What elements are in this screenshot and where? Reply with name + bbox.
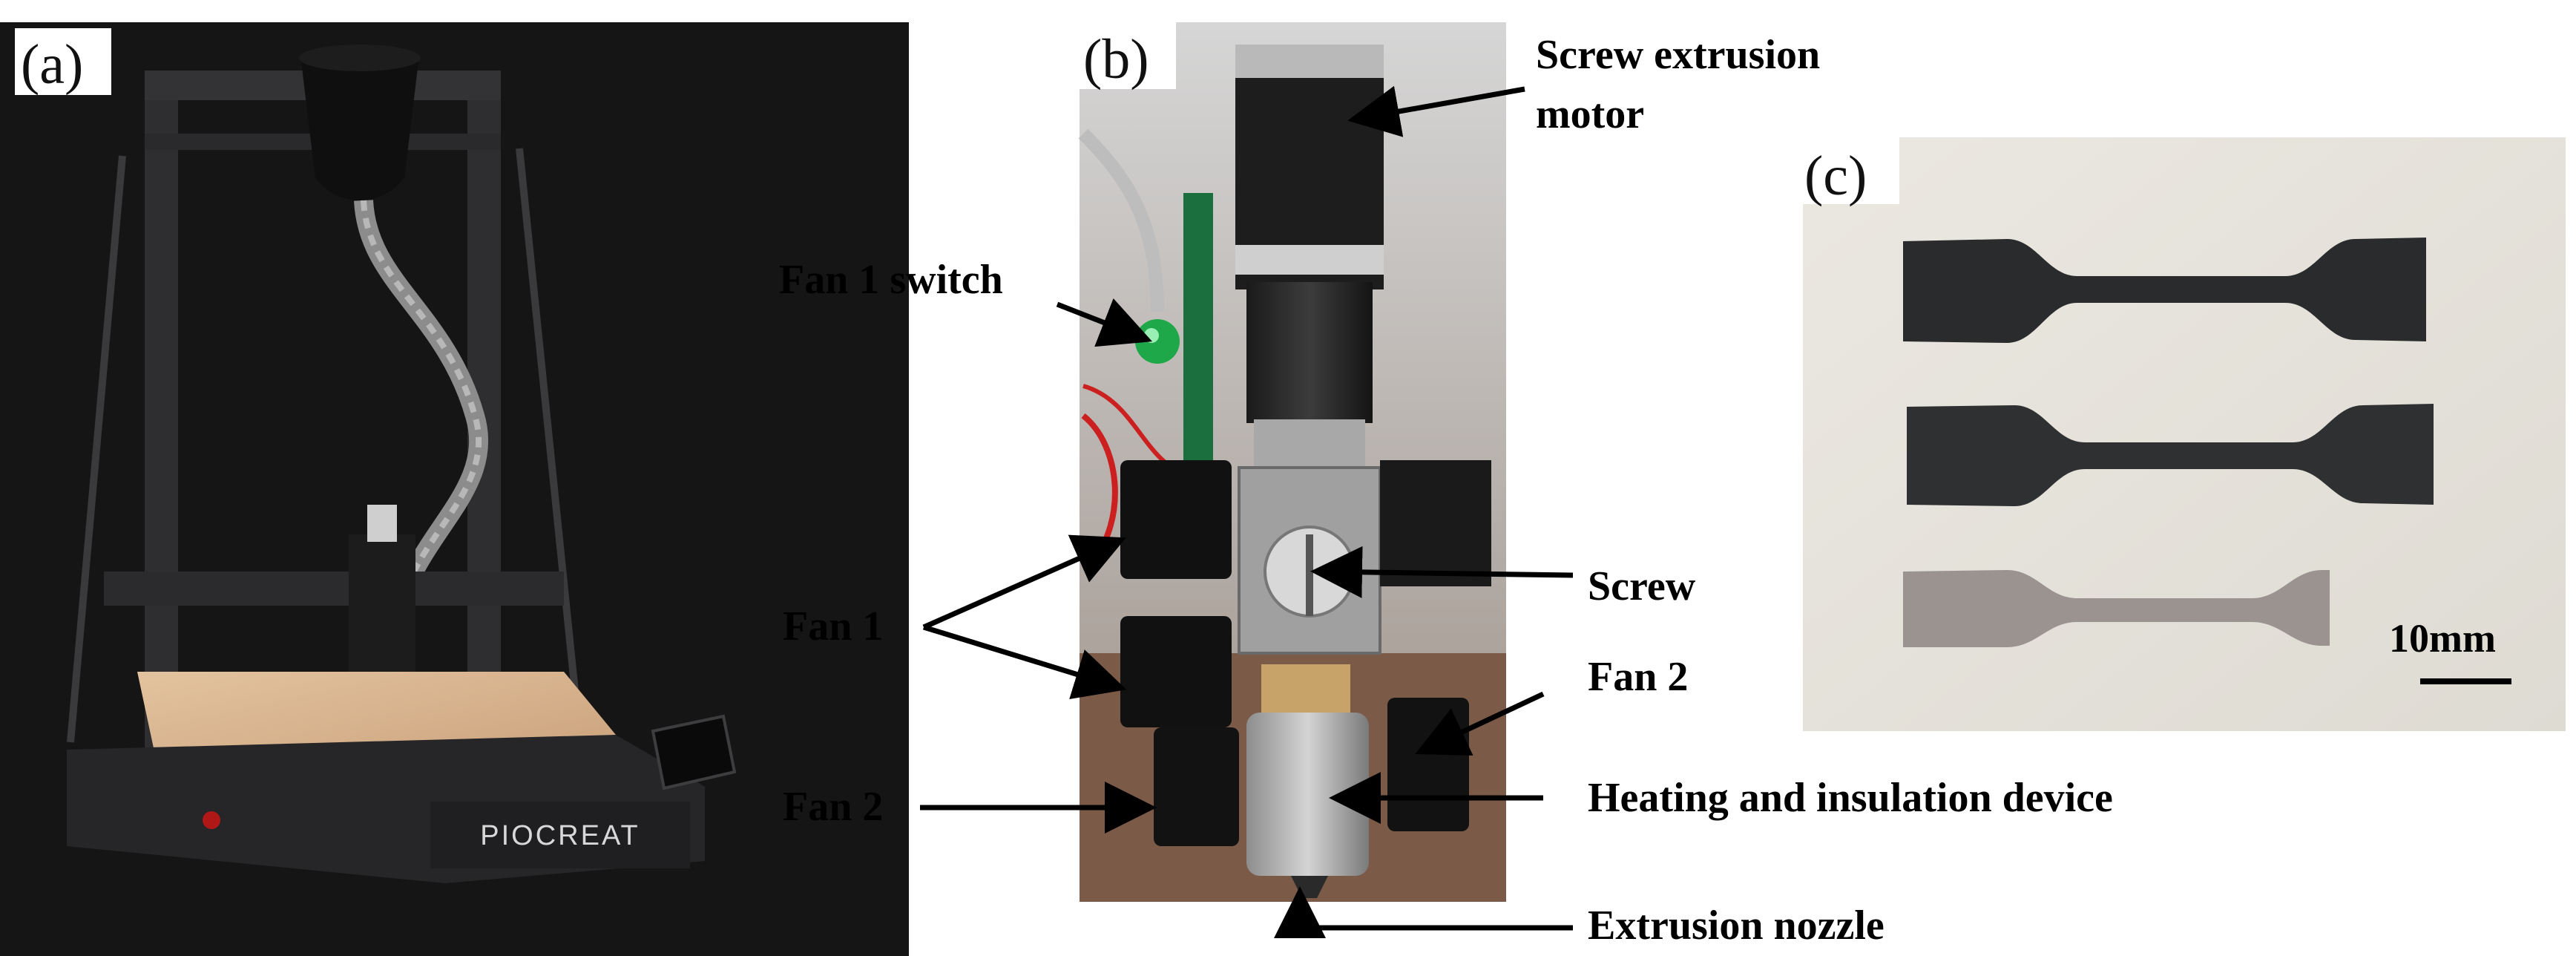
printer-hopper	[300, 56, 419, 200]
arrow-fan-1-lower	[922, 624, 1127, 699]
printer-left-pillar	[145, 71, 178, 761]
arrow-screw	[1310, 546, 1574, 598]
tensile-sample-dark-2	[1907, 404, 2434, 506]
motor-bottom-ring	[1235, 245, 1384, 275]
panel-c-label: (c)	[1804, 145, 1867, 207]
arrow-motor	[1347, 85, 1525, 137]
callout-fan-2-left: Fan 2	[783, 784, 883, 830]
printer-brand-text: PIOCREAT	[480, 820, 640, 851]
printer-left-rod	[67, 155, 126, 743]
callouts: Screw extrusion motor Fan 1 switch Fan 1…	[779, 32, 2113, 949]
callout-arrows	[920, 85, 1574, 938]
callout-screw-extrusion-motor-line1: Screw extrusion	[1536, 32, 1820, 78]
printer-hopper-rim	[299, 45, 421, 71]
callout-screw: Screw	[1588, 563, 1696, 609]
arrow-fan-1-switch	[1056, 298, 1153, 347]
tensile-sample-gray	[1903, 570, 2330, 647]
panel-b-label: (b)	[1083, 28, 1149, 91]
panel-a: PIOCREAT (a)	[0, 22, 909, 956]
printer-control-screen	[651, 714, 737, 790]
panel-b: (b)	[1078, 22, 1506, 902]
tensile-sample-dark-1	[1903, 238, 2426, 343]
printer-x-gantry	[104, 572, 564, 606]
callout-heating-insulation-device: Heating and insulation device	[1588, 775, 2113, 821]
fan-2-right	[1387, 698, 1469, 831]
arrow-extrusion-nozzle	[1274, 886, 1573, 938]
extruder-gearbox	[1246, 282, 1373, 423]
panel-c: 10mm (c)	[1803, 137, 2566, 731]
printer-print-head	[349, 534, 415, 683]
scale-bar-label: 10mm	[2389, 616, 2496, 661]
printer-head-mount	[367, 505, 397, 542]
arrow-fan-2-right	[1415, 691, 1545, 756]
callout-screw-extrusion-motor-line2: motor	[1536, 91, 1644, 137]
arrow-fan-1-upper	[922, 534, 1126, 630]
callout-fan-1: Fan 1	[783, 603, 883, 649]
printer-power-switch	[203, 811, 220, 829]
heating-insulation-device	[1246, 713, 1369, 876]
callout-extrusion-nozzle: Extrusion nozzle	[1588, 903, 1885, 949]
motor-top-cap	[1235, 45, 1384, 78]
callout-fan-1-switch: Fan 1 switch	[779, 257, 1003, 303]
panel-a-label: (a)	[21, 33, 83, 96]
fan-1-upper	[1120, 460, 1232, 579]
callout-fan-2-right: Fan 2	[1588, 654, 1688, 700]
fan-1-lower	[1120, 616, 1232, 727]
fan-1-switch-button	[1135, 319, 1180, 364]
printer-right-rod	[516, 148, 582, 728]
fan-2-left	[1154, 727, 1239, 846]
printer-feed-hose	[354, 200, 489, 611]
fan-switch-board	[1183, 193, 1213, 460]
